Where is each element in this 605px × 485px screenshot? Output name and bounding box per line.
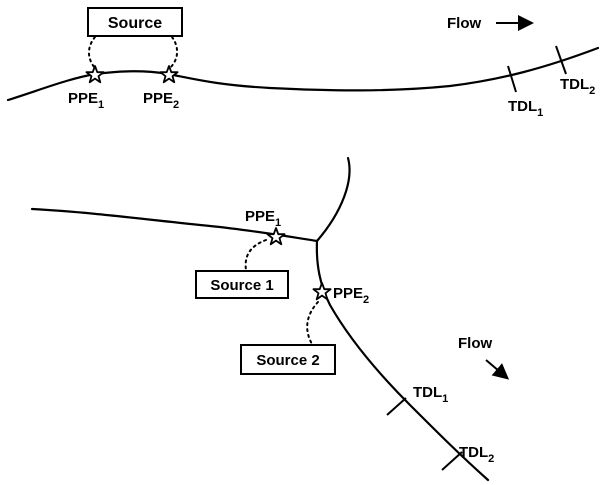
bottom-ppe1-label: PPE1 bbox=[245, 208, 281, 229]
bottom-ppe2-label: PPE2 bbox=[333, 285, 369, 306]
top-tdl2-tick bbox=[555, 45, 567, 75]
bottom-ppe2-star-icon bbox=[312, 282, 332, 301]
bottom-source1-label: Source 1 bbox=[210, 277, 273, 294]
bottom-source2-connector bbox=[306, 301, 319, 345]
top-ppe1-star-icon bbox=[85, 65, 105, 84]
bottom-flow-arrow-icon bbox=[485, 359, 510, 380]
bottom-flow-label: Flow bbox=[458, 335, 492, 352]
bottom-tdl2-tick bbox=[441, 451, 463, 471]
top-source-to-ppe2-connector bbox=[169, 36, 178, 69]
top-tdl1-tick bbox=[507, 65, 517, 93]
bottom-tdl1-tick bbox=[386, 397, 407, 416]
top-tdl2-label: TDL2 bbox=[560, 76, 595, 97]
bottom-source1-connector bbox=[244, 239, 267, 271]
bottom-tdl2-label: TDL2 bbox=[459, 444, 494, 465]
bottom-tdl1-label: TDL1 bbox=[413, 384, 448, 405]
bottom-source1-box bbox=[195, 270, 289, 299]
top-ppe2-label: PPE2 bbox=[143, 90, 179, 111]
bottom-source2-box bbox=[240, 344, 336, 375]
top-tdl1-label: TDL1 bbox=[508, 98, 543, 119]
top-source-to-ppe1-connector bbox=[88, 36, 96, 69]
top-flow-label: Flow bbox=[447, 15, 481, 32]
bottom-source2-label: Source 2 bbox=[256, 352, 319, 369]
top-ppe2-star-icon bbox=[159, 65, 179, 84]
bottom-main-stream-line bbox=[315, 239, 490, 482]
bottom-top-tributary-line bbox=[315, 156, 351, 243]
top-ppe1-label: PPE1 bbox=[68, 90, 104, 111]
top-diagram: Source PPE1 PPE2 Flow TDL1 TDL2 bbox=[6, 7, 600, 119]
top-source-box bbox=[87, 7, 183, 37]
bottom-diagram: PPE1 PPE2 Source 1 Source 2 Flow TDL1 TD… bbox=[30, 156, 510, 482]
top-source-label: Source bbox=[108, 15, 162, 32]
bottom-ppe1-star-icon bbox=[266, 227, 286, 246]
